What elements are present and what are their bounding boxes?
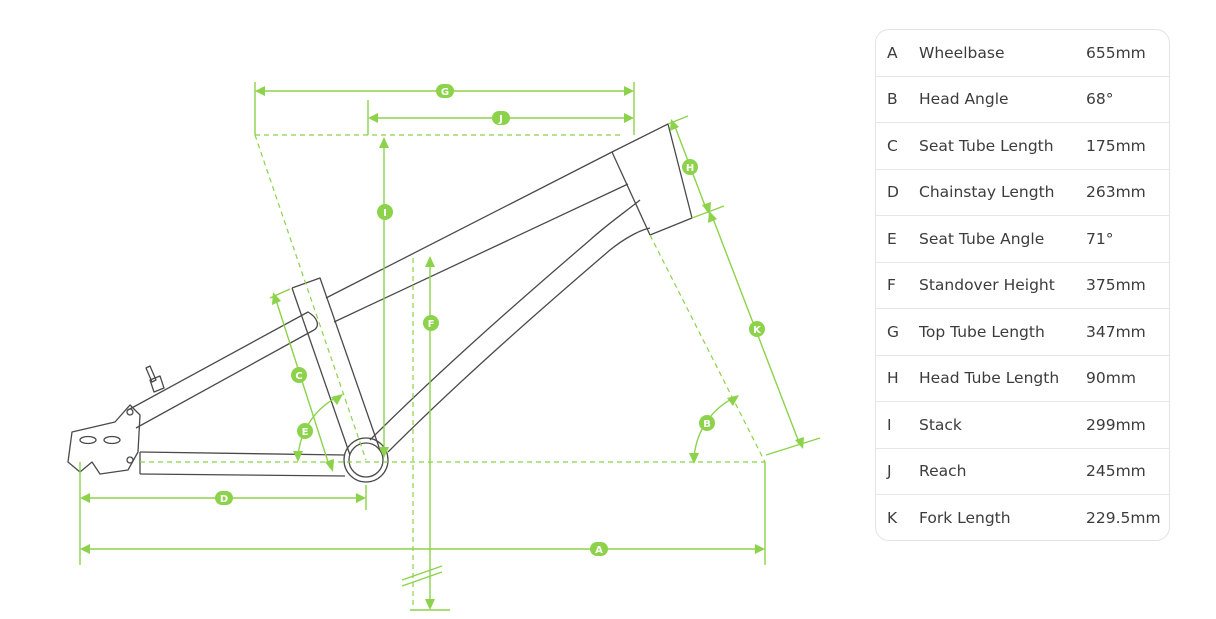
spec-name: Fork Length	[919, 509, 1011, 528]
spec-name: Seat Tube Length	[919, 136, 1054, 155]
spec-value: 245mm	[1086, 462, 1146, 481]
badge-i: I	[377, 204, 393, 220]
spec-row-g: G Top Tube Length 347mm	[876, 309, 1169, 356]
spec-letter: I	[887, 415, 892, 434]
svg-text:F: F	[428, 319, 435, 330]
spec-row-b: B Head Angle 68°	[876, 77, 1169, 123]
spec-letter: E	[887, 229, 897, 248]
spec-value: 175mm	[1086, 136, 1146, 155]
badge-f: F	[423, 315, 439, 331]
bike-frame-geometry-diagram: G J I F C E D A H K B	[67, 82, 821, 611]
badge-g: G	[436, 84, 454, 98]
svg-text:D: D	[220, 494, 228, 505]
spec-letter: F	[887, 276, 896, 295]
spec-letter: G	[887, 322, 900, 341]
dimension-lines	[79, 82, 821, 611]
svg-text:G: G	[441, 87, 449, 98]
svg-text:K: K	[753, 325, 762, 336]
spec-row-j: J Reach 245mm	[876, 449, 1169, 495]
spec-name: Stack	[919, 415, 962, 434]
badge-b: B	[699, 415, 715, 431]
badge-j: J	[492, 111, 510, 125]
spec-letter: K	[887, 509, 898, 528]
spec-name: Chainstay Length	[919, 183, 1055, 202]
spec-value: 347mm	[1086, 322, 1146, 341]
spec-name: Top Tube Length	[919, 322, 1045, 341]
svg-text:H: H	[686, 163, 694, 174]
spec-value: 299mm	[1086, 415, 1146, 434]
spec-letter: A	[887, 43, 898, 62]
spec-name: Head Tube Length	[919, 369, 1060, 388]
badge-h: H	[682, 159, 698, 175]
svg-text:E: E	[302, 427, 309, 438]
badge-c: C	[291, 367, 307, 383]
spec-row-a: A Wheelbase 655mm	[876, 30, 1169, 77]
spec-letter: B	[887, 90, 898, 109]
spec-row-i: I Stack 299mm	[876, 402, 1169, 449]
spec-name: Seat Tube Angle	[919, 229, 1045, 248]
spec-value: 71°	[1086, 229, 1114, 248]
spec-row-c: C Seat Tube Length 175mm	[876, 123, 1169, 170]
svg-text:I: I	[383, 208, 387, 219]
spec-value: 263mm	[1086, 183, 1146, 202]
spec-row-f: F Standover Height 375mm	[876, 263, 1169, 309]
spec-letter: C	[887, 136, 898, 155]
spec-value: 655mm	[1086, 43, 1146, 62]
spec-name: Head Angle	[919, 90, 1009, 109]
badge-a: A	[590, 542, 608, 556]
badge-k: K	[749, 321, 765, 337]
spec-name: Reach	[919, 462, 967, 481]
spec-row-e: E Seat Tube Angle 71°	[876, 216, 1169, 263]
geometry-spec-table: A Wheelbase 655mm B Head Angle 68° C Sea…	[875, 29, 1170, 541]
svg-text:J: J	[498, 114, 503, 125]
spec-value: 229.5mm	[1086, 509, 1161, 528]
badge-e: E	[297, 423, 313, 439]
spec-name: Standover Height	[919, 276, 1055, 295]
spec-value: 68°	[1086, 90, 1114, 109]
spec-name: Wheelbase	[919, 43, 1005, 62]
spec-row-k: K Fork Length 229.5mm	[876, 495, 1169, 540]
spec-letter: J	[887, 462, 892, 481]
spec-letter: D	[887, 183, 899, 202]
spec-value: 90mm	[1086, 369, 1136, 388]
spec-row-d: D Chainstay Length 263mm	[876, 170, 1169, 216]
spec-value: 375mm	[1086, 276, 1146, 295]
bike-frame	[67, 123, 693, 483]
spec-row-h: H Head Tube Length 90mm	[876, 356, 1169, 402]
svg-text:B: B	[703, 419, 711, 430]
spec-letter: H	[887, 369, 899, 388]
badge-d: D	[215, 491, 233, 505]
svg-text:A: A	[595, 545, 603, 556]
svg-text:C: C	[295, 371, 302, 382]
